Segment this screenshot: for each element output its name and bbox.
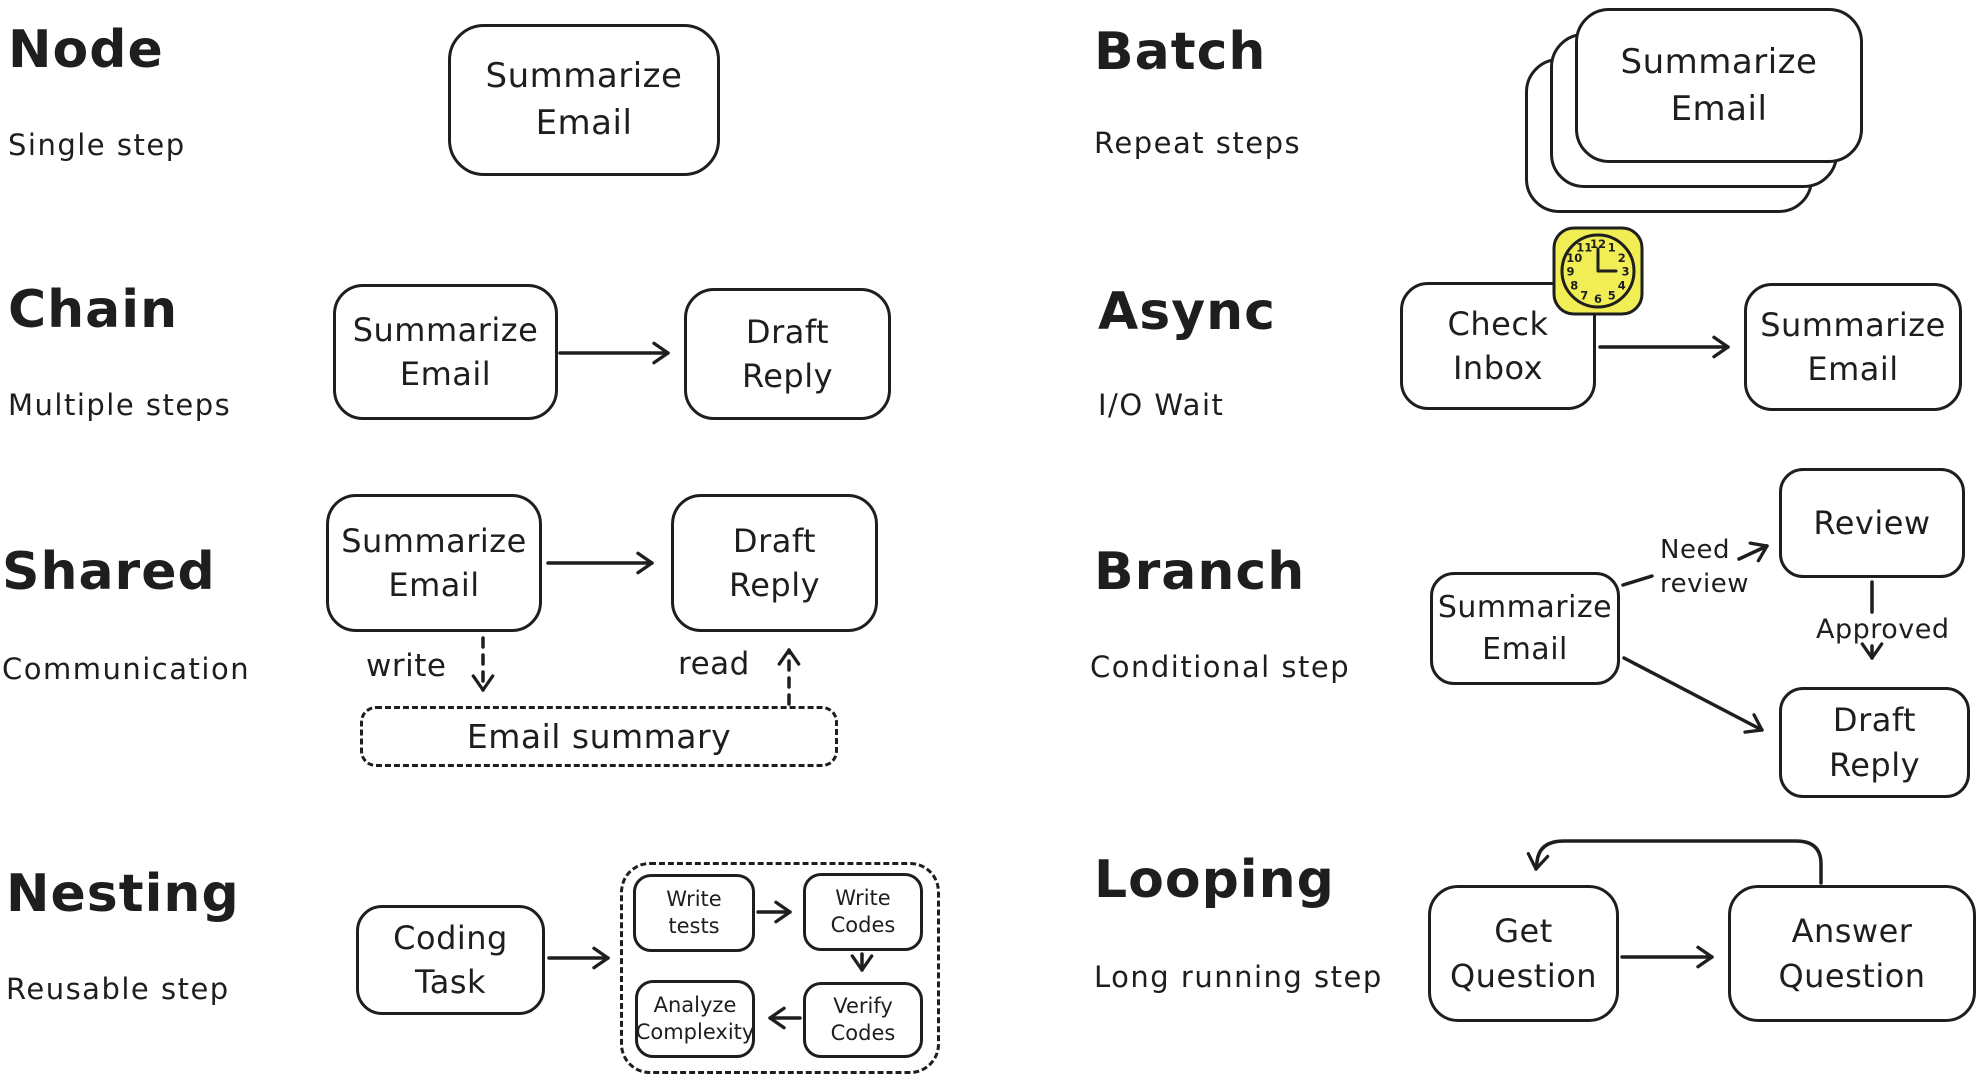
branch-box-summarize-email: Summarize Email [1430, 572, 1620, 685]
nesting-title: Nesting [6, 864, 240, 924]
chain-title: Chain [8, 280, 179, 340]
branch-diagonal-arrow [1622, 656, 1764, 734]
clock-number: 3 [1621, 265, 1629, 279]
batch-title: Batch [1094, 22, 1267, 82]
clock-number: 4 [1618, 278, 1626, 292]
clock-number: 8 [1570, 278, 1578, 292]
async-box-summarize-email: Summarize Email [1744, 283, 1962, 411]
looping-title: Looping [1094, 850, 1335, 910]
branch-approved-label: Approved [1816, 614, 1950, 645]
nesting-box-write-tests: Write tests [633, 874, 755, 952]
async-title: Async [1098, 282, 1276, 342]
nesting-subtitle: Reusable step [6, 972, 230, 1006]
nesting-box-analyze-complexity: Analyze Complexity [635, 980, 755, 1058]
node-box-summarize-email: Summarize Email [448, 24, 720, 176]
branch-need-review-label: Need review [1660, 535, 1749, 599]
node-subtitle: Single step [8, 128, 186, 162]
batch-card-front: Summarize Email [1575, 8, 1863, 163]
clock-number: 5 [1608, 288, 1616, 302]
clock-number: 1 [1608, 241, 1616, 255]
branch-box-draft-reply: Draft Reply [1779, 687, 1970, 798]
async-subtitle: I/O Wait [1098, 388, 1225, 422]
looping-subtitle: Long running step [1094, 960, 1383, 994]
clock-number: 6 [1594, 292, 1602, 306]
looping-box-get-question: Get Question [1428, 885, 1619, 1022]
clock-number: 12 [1590, 237, 1606, 251]
chain-box-summarize-email: Summarize Email [333, 284, 558, 420]
shared-read-label: read [678, 646, 750, 682]
branch-need-review-dash [1621, 574, 1654, 587]
shared-box-summarize-email: Summarize Email [326, 494, 542, 632]
looping-loopback-arrow [1526, 839, 1823, 885]
looping-box-answer-question: Answer Question [1728, 885, 1976, 1022]
batch-subtitle: Repeat steps [1094, 126, 1302, 160]
nesting-box-verify-codes: Verify Codes [803, 982, 923, 1058]
shared-store-email-summary: Email summary [360, 706, 838, 767]
node-title: Node [8, 20, 164, 80]
clock-hands [1596, 247, 1618, 273]
nesting-flow-container [620, 862, 940, 1074]
chain-subtitle: Multiple steps [8, 388, 232, 422]
chain-box-draft-reply: Draft Reply [684, 288, 891, 420]
clock-number: 9 [1566, 265, 1574, 279]
clock-number: 2 [1618, 251, 1626, 265]
branch-box-review: Review [1779, 468, 1965, 578]
shared-subtitle: Communication [2, 652, 251, 686]
branch-subtitle: Conditional step [1090, 650, 1351, 684]
clock-number: 7 [1580, 288, 1588, 302]
nesting-box-write-codes: Write Codes [803, 873, 923, 951]
branch-title: Branch [1094, 542, 1306, 602]
shared-box-draft-reply: Draft Reply [671, 494, 878, 632]
clock-number: 10 [1566, 251, 1582, 265]
shared-title: Shared [2, 542, 216, 602]
clock-number: 11 [1576, 241, 1592, 255]
shared-write-label: write [366, 648, 447, 684]
nesting-box-coding-task: Coding Task [356, 905, 545, 1015]
